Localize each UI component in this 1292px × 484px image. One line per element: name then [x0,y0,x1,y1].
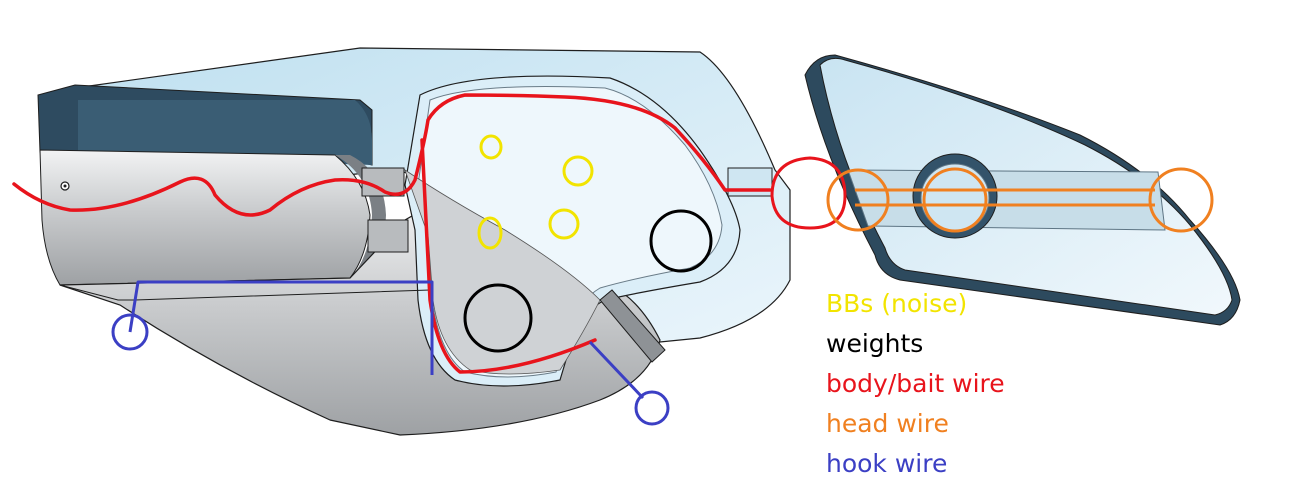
body-bait-wire-loop [770,156,847,230]
bottom-slot [599,289,666,363]
head-groove [847,169,1166,231]
nose-slot [727,167,773,197]
head-wire [826,167,1214,233]
top-block-face [78,100,372,165]
tab-lower [367,219,409,253]
hook-wire [111,280,670,426]
bbs-markers [477,134,594,250]
legend-weights: weights [826,329,924,358]
legend-body-bait-wire: body/bait wire [826,369,1005,398]
weights-markers [463,209,713,353]
legend-bbs: BBs (noise) [826,289,968,318]
legend-hook-wire: hook wire [826,449,948,478]
body-part [37,47,791,436]
body-bait-wire [12,93,772,374]
legend-head-wire: head wire [826,409,949,438]
legend: BBs (noise) weights body/bait wire head … [826,284,1005,484]
pin-hole-icon [60,181,70,191]
lower-step [59,284,431,301]
body-cylinder-gray [39,149,371,286]
cavity-gray-infill [404,169,601,375]
